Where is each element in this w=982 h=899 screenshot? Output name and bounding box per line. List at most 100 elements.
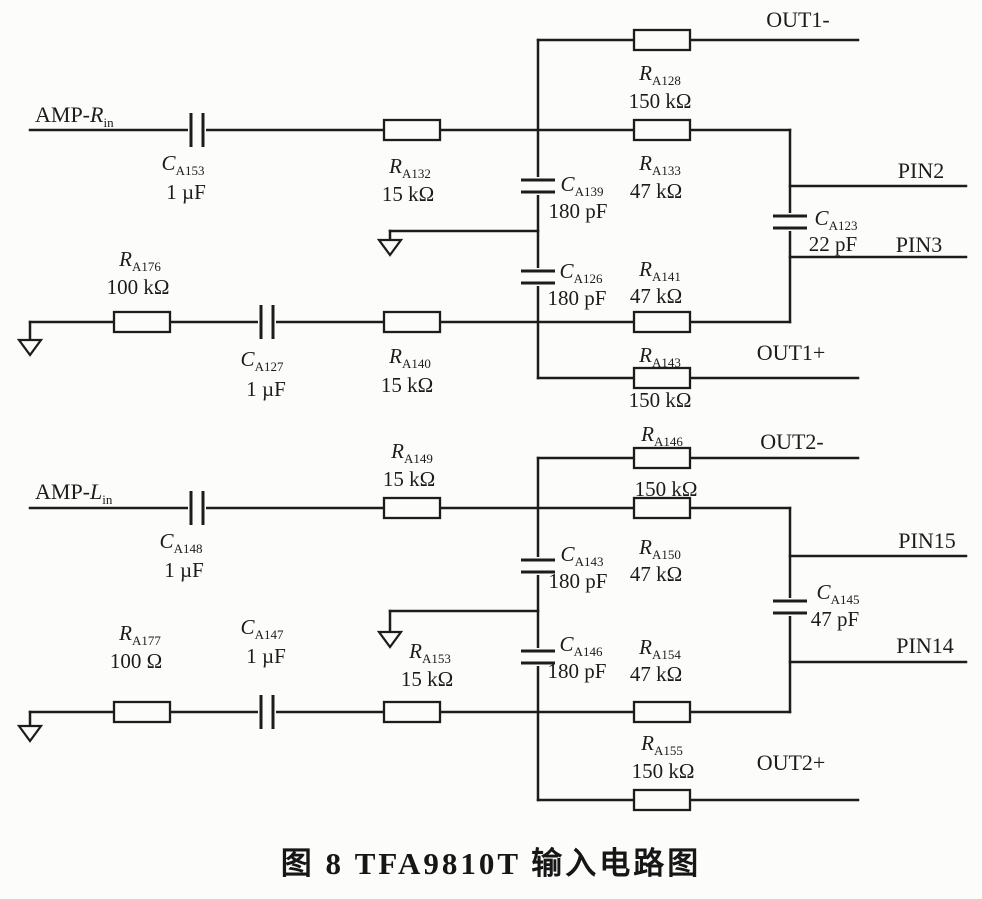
- port-label-OUT2-minus: OUT2-: [760, 429, 824, 454]
- port-label-OUT1-minus: OUT1-: [766, 7, 830, 32]
- value-RA153: 15 kΩ: [401, 667, 453, 691]
- label-RA176: RA176: [118, 247, 161, 274]
- port-label-PIN15: PIN15: [898, 528, 955, 553]
- label-RA149: RA149: [390, 439, 433, 466]
- port-label-PIN14: PIN14: [896, 633, 953, 658]
- port-label-OUT2-plus: OUT2+: [757, 750, 826, 775]
- label-CA145: CA145: [817, 580, 860, 607]
- label-CA146: CA146: [560, 632, 603, 659]
- ground-symbol-gnd-bottom-left: [16, 724, 44, 743]
- label-CA126: CA126: [560, 259, 603, 286]
- label-RA143: RA143: [638, 343, 681, 370]
- value-CA148: 1 µF: [164, 558, 204, 582]
- value-CA147: 1 µF: [246, 644, 286, 668]
- label-RA141: RA141: [638, 257, 681, 284]
- value-RA154: 47 kΩ: [630, 662, 682, 686]
- label-CA153: CA153: [162, 151, 205, 178]
- label-CA123: CA123: [815, 206, 858, 233]
- resistor-body-RA133: [632, 118, 692, 142]
- value-RA133: 47 kΩ: [630, 179, 682, 203]
- value-CA126: 180 pF: [548, 286, 607, 310]
- resistor-body-RA132: [382, 118, 442, 142]
- label-CA147: CA147: [241, 615, 284, 642]
- label-RA140: RA140: [388, 344, 431, 371]
- value-RA176: 100 kΩ: [107, 275, 170, 299]
- value-RA141: 47 kΩ: [630, 284, 682, 308]
- value-RA143: 150 kΩ: [629, 388, 692, 412]
- value-CA123: 22 pF: [809, 232, 857, 256]
- port-label-PIN2: PIN2: [898, 158, 944, 183]
- resistor-body-RA150: [632, 496, 692, 520]
- label-CA139: CA139: [561, 172, 604, 199]
- figure-caption: 图 8 TFA9810T 输入电路图: [280, 846, 702, 881]
- value-CA153: 1 µF: [166, 180, 206, 204]
- resistor-body-RA155: [632, 788, 692, 812]
- resistor-body-RA143: [632, 366, 692, 390]
- label-CA143: CA143: [561, 542, 604, 569]
- value-CA145: 47 pF: [811, 607, 859, 631]
- resistor-body-RA140: [382, 310, 442, 334]
- label-RA153: RA153: [408, 639, 451, 666]
- value-CA139: 180 pF: [549, 199, 608, 223]
- label-RA133: RA133: [638, 151, 681, 178]
- port-label-PIN3: PIN3: [896, 232, 942, 257]
- port-label-AMP-R-in: AMP-Rin: [35, 102, 114, 130]
- resistor-body-RA176: [112, 310, 172, 334]
- value-RA128: 150 kΩ: [629, 89, 692, 113]
- resistor-body-RA149: [382, 496, 442, 520]
- label-CA127: CA127: [241, 347, 284, 374]
- value-CA127: 1 µF: [246, 377, 286, 401]
- port-label-OUT1-plus: OUT1+: [757, 340, 826, 365]
- ground-symbol-gnd-bottom-mid: [376, 630, 404, 649]
- resistor-body-RA154: [632, 700, 692, 724]
- value-RA149: 15 kΩ: [383, 467, 435, 491]
- resistor-body-RA177: [112, 700, 172, 724]
- resistor-RA143: RA143 150 kΩ: [629, 343, 692, 412]
- label-RA154: RA154: [638, 635, 681, 662]
- label-RA177: RA177: [118, 621, 161, 648]
- label-RA146: RA146: [640, 422, 683, 449]
- label-RA155: RA155: [640, 731, 683, 758]
- capacitor-CA127: CA127 1 µF: [241, 302, 286, 401]
- port-label-AMP-L-in: AMP-Lin: [35, 479, 113, 507]
- value-CA143: 180 pF: [549, 569, 608, 593]
- resistor-body-RA153: [382, 700, 442, 724]
- label-RA132: RA132: [388, 154, 431, 181]
- value-CA146: 180 pF: [548, 659, 607, 683]
- value-RA150: 47 kΩ: [630, 562, 682, 586]
- label-RA150: RA150: [638, 535, 681, 562]
- resistor-body-RA146: [632, 446, 692, 470]
- value-RA155: 150 kΩ: [632, 759, 695, 783]
- value-RA132: 15 kΩ: [382, 182, 434, 206]
- ground-symbol-gnd-top-left: [16, 338, 44, 357]
- label-CA148: CA148: [160, 529, 203, 556]
- resistor-body-RA141: [632, 310, 692, 334]
- ground-symbol-gnd-top-mid: [376, 238, 404, 257]
- resistor-body-RA128: [632, 28, 692, 52]
- label-RA128: RA128: [638, 61, 681, 88]
- value-RA140: 15 kΩ: [381, 373, 433, 397]
- value-RA177: 100 Ω: [110, 649, 162, 673]
